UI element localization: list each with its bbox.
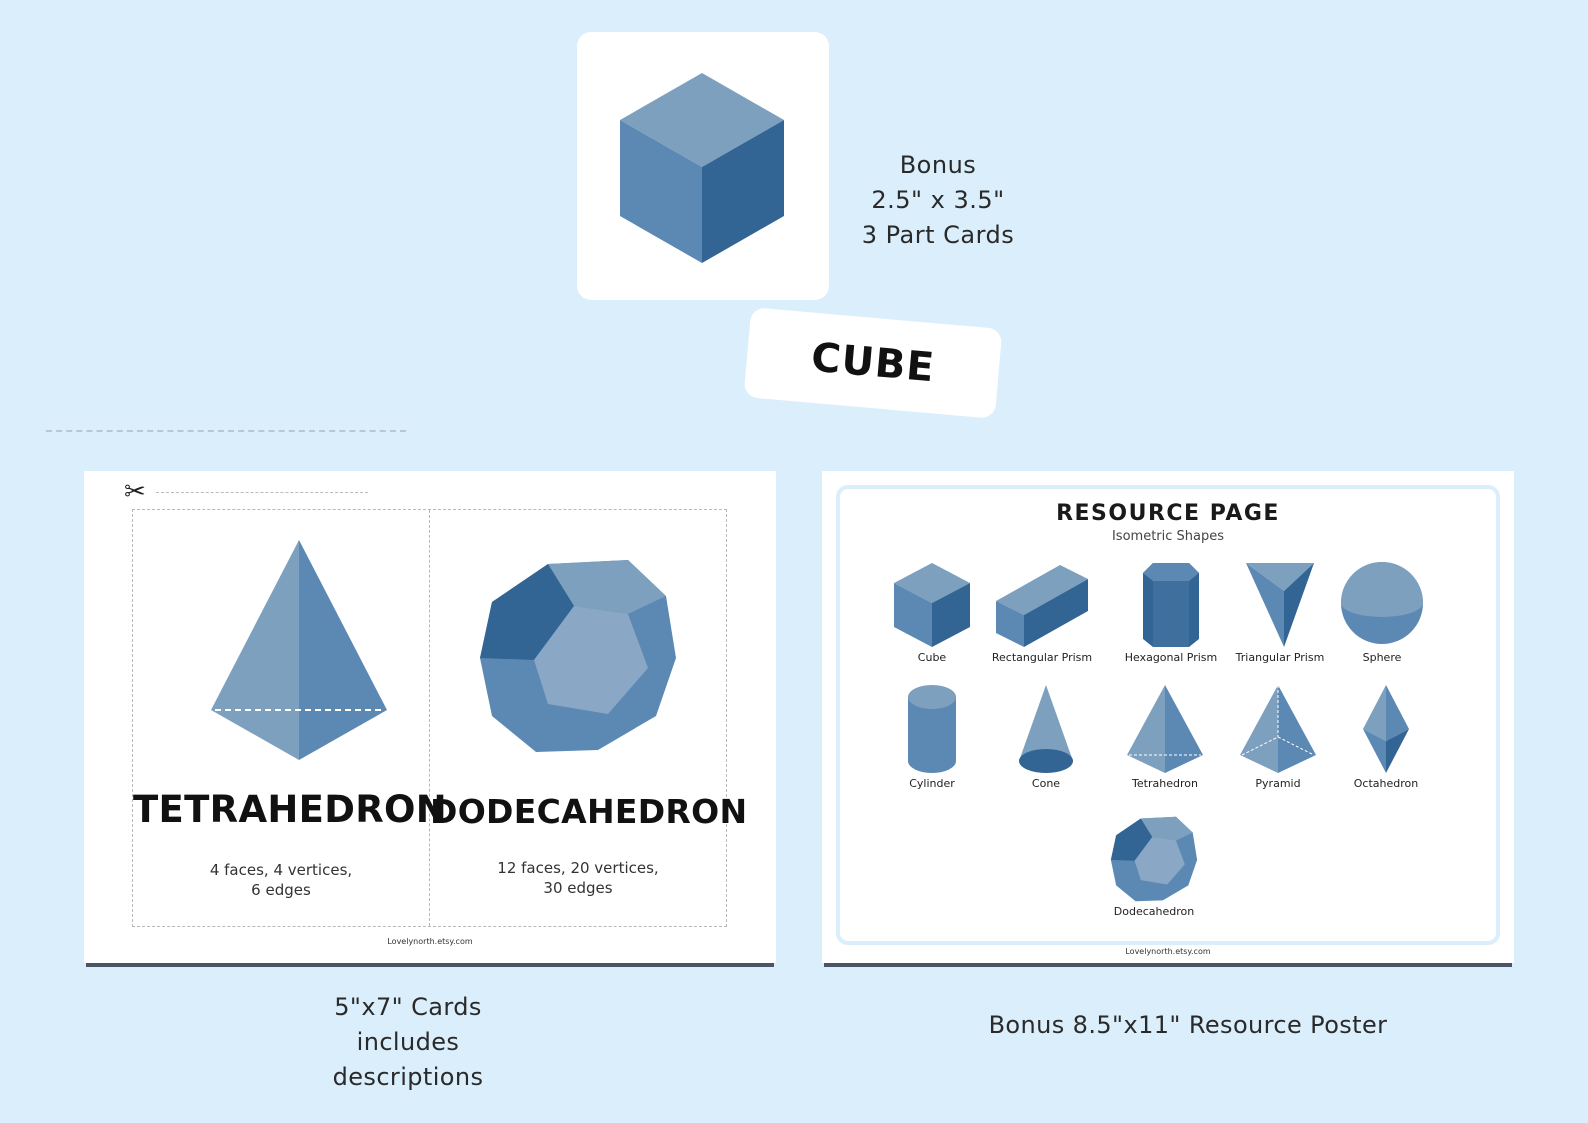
hexagonal-prism-icon [1143, 563, 1199, 647]
shape-pyramid: Pyramid [1218, 683, 1338, 790]
cards-caption-line-1: 5"x7" Cards [334, 993, 482, 1021]
tetrahedron-desc-line-1: 4 faces, 4 vertices, [209, 861, 353, 879]
poster-title: RESOURCE PAGE [1056, 501, 1280, 526]
shape-cube: Cube [872, 561, 992, 664]
shape-label-sphere: Sphere [1362, 651, 1402, 664]
rectangular-prism-icon [996, 565, 1088, 647]
shape-label-rectangular-prism: Rectangular Prism [991, 651, 1093, 664]
shape-rectangular-prism: Rectangular Prism [982, 561, 1102, 664]
shape-cone: Cone [986, 683, 1106, 790]
tetrahedron-name: TETRAHEDRON [133, 788, 448, 831]
cone-icon [1019, 685, 1073, 773]
shape-label-tetrahedron: Tetrahedron [1132, 777, 1198, 790]
bonus-card-description: Bonus 2.5" x 3.5" 3 Part Cards [838, 148, 1038, 253]
cube-label-card: CUBE [743, 307, 1003, 419]
dodecahedron-name: DODECAHEDRON [430, 792, 748, 831]
dodecahedron-icon [480, 560, 676, 752]
tetrahedron-desc: 4 faces, 4 vertices, 6 edges [133, 860, 429, 900]
shape-hexagonal-prism: Hexagonal Prism [1111, 561, 1231, 664]
tetrahedron-icon [211, 540, 387, 760]
dodecahedron-desc: 12 faces, 20 vertices, 30 edges [430, 858, 726, 898]
shape-triangular-prism: Triangular Prism [1220, 561, 1340, 664]
cards-footer-url: Lovelynorth.etsy.com [387, 937, 473, 946]
cube-picture-card [577, 32, 829, 300]
shape-label-cone: Cone [1031, 777, 1061, 790]
pyramid-icon [1240, 685, 1316, 773]
shape-sphere: Sphere [1322, 561, 1442, 664]
tetrahedron-icon [1127, 685, 1203, 773]
scissors-icon: ✂ [124, 477, 146, 507]
shape-label-octahedron: Octahedron [1353, 777, 1419, 790]
cube-icon [620, 73, 784, 263]
poster-subtitle: Isometric Shapes [1111, 529, 1225, 544]
shape-dodecahedron: Dodecahedron [1094, 815, 1214, 918]
shape-octahedron: Octahedron [1326, 683, 1446, 790]
cube-icon [894, 563, 970, 647]
bonus-line-2: 2.5" x 3.5" [871, 186, 1005, 214]
divider-line [46, 430, 406, 432]
dodecahedron-desc-line-1: 12 faces, 20 vertices, [497, 859, 659, 877]
bonus-line-3: 3 Part Cards [861, 221, 1015, 249]
dodecahedron-desc-line-2: 30 edges [543, 879, 613, 897]
dodecahedron-icon [1110, 816, 1198, 902]
cylinder-icon [908, 685, 956, 773]
cube-label-text: CUBE [809, 334, 937, 392]
cards-caption-line-2: includes [356, 1028, 460, 1056]
cards-sheet: ✂ TETRAHEDRON 4 faces, 4 vertices, 6 edg… [84, 471, 776, 963]
poster-footer-url: Lovelynorth.etsy.com [1125, 947, 1211, 956]
cards-caption: 5"x7" Cards includes descriptions [308, 990, 508, 1095]
shape-label-dodecahedron: Dodecahedron [1113, 905, 1195, 918]
shape-label-pyramid: Pyramid [1255, 777, 1301, 790]
poster-caption: Bonus 8.5"x11" Resource Poster [988, 1011, 1388, 1039]
triangular-prism-icon [1246, 563, 1314, 647]
dodecahedron-card: DODECAHEDRON 12 faces, 20 vertices, 30 e… [430, 510, 748, 926]
shape-label-cylinder: Cylinder [909, 777, 955, 790]
bonus-line-1: Bonus [899, 151, 977, 179]
shape-label-cube: Cube [917, 651, 947, 664]
sphere-icon [1341, 562, 1423, 644]
card-divider [429, 510, 430, 926]
shape-tetrahedron: Tetrahedron [1105, 683, 1225, 790]
tetrahedron-desc-line-2: 6 edges [251, 881, 311, 899]
shape-cylinder: Cylinder [872, 683, 992, 790]
octahedron-icon [1363, 685, 1409, 773]
card-pair: TETRAHEDRON 4 faces, 4 vertices, 6 edges… [132, 509, 748, 927]
resource-poster: RESOURCE PAGE Isometric Shapes Cube Rect… [822, 471, 1514, 963]
shape-label-triangular-prism: Triangular Prism [1235, 651, 1325, 664]
shape-label-hexagonal-prism: Hexagonal Prism [1124, 651, 1218, 664]
tetrahedron-card: TETRAHEDRON 4 faces, 4 vertices, 6 edges [133, 510, 448, 926]
cut-line [156, 492, 368, 493]
poster-frame [836, 485, 1500, 945]
cards-caption-line-3: descriptions [332, 1063, 484, 1091]
